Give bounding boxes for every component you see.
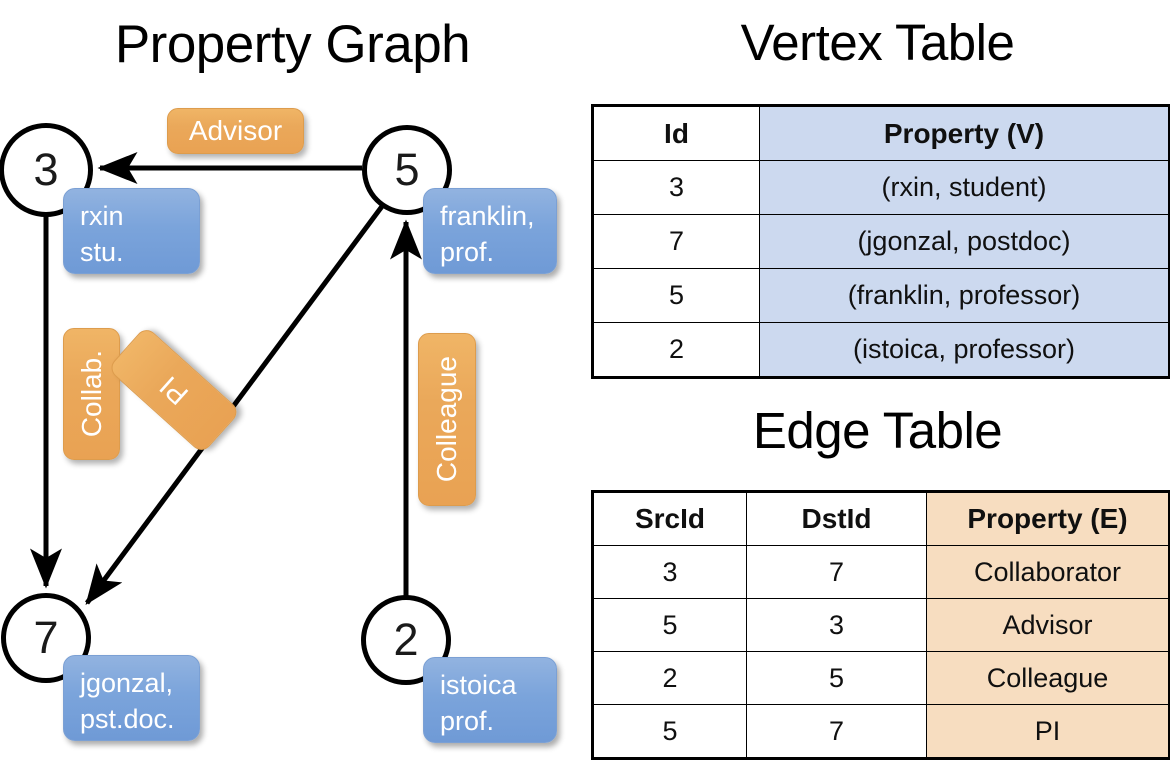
edge-row-3-property: PI: [926, 704, 1170, 759]
edge-table-header-row: SrcId DstId Property (E): [592, 491, 1170, 546]
edge-label-pi-text: PI: [153, 369, 194, 411]
vertex-row-0-property: (rxin, student): [759, 160, 1170, 215]
edge-row-1-property: Advisor: [926, 598, 1170, 652]
edge-row-0-property: Collaborator: [926, 545, 1170, 599]
vertex-table-header-property: Property (V): [759, 105, 1170, 161]
edge-table: SrcId DstId Property (E) 3 7 Collaborato…: [591, 490, 1170, 760]
vertex-row-1-property: (jgonzal, postdoc): [759, 214, 1170, 269]
graph-node-7-label: 7: [33, 611, 59, 663]
graph-node-5[interactable]: 5: [362, 125, 452, 215]
edge-label-advisor: Advisor: [167, 108, 304, 154]
vertex-property-box-2-line2: prof.: [440, 706, 495, 736]
edge-row-3-dst: 7: [746, 704, 927, 759]
vertex-property-box-5-line1: franklin,: [440, 201, 535, 231]
vertex-property-box-3: rxin stu.: [63, 188, 200, 274]
edge-label-collab: Collab.: [63, 328, 120, 460]
vertex-row-1-id: 7: [592, 214, 760, 269]
edge-arrow-5-to-7: [84, 203, 386, 606]
graph-edge-arrows: [30, 152, 422, 606]
edge-label-colleague: Colleague: [418, 333, 476, 506]
graph-node-3-label: 3: [33, 143, 59, 195]
vertex-property-box-3-line2: stu.: [80, 237, 124, 267]
table-row: 5 (franklin, professor): [592, 268, 1170, 323]
vertex-table-header-id: Id: [592, 105, 760, 161]
edge-label-collab-text: Collab.: [75, 350, 107, 438]
vertex-property-box-3-line1: rxin: [80, 201, 124, 231]
vertex-property-box-2-line1: istoica: [440, 670, 517, 700]
vertex-table-header-row: Id Property (V): [592, 105, 1170, 161]
vertex-row-2-id: 5: [592, 268, 760, 323]
edge-label-advisor-text: Advisor: [188, 115, 283, 146]
edge-row-2-dst: 5: [746, 651, 927, 705]
edge-table-header-property: Property (E): [926, 491, 1170, 546]
table-row: 7 (jgonzal, postdoc): [592, 214, 1170, 269]
vertex-row-3-id: 2: [592, 322, 760, 378]
property-graph-diagram: 3 5 7 2 rxin stu. franklin, prof. jgonza…: [0, 108, 557, 743]
graph-node-5-label: 5: [394, 143, 420, 195]
table-row: 5 3 Advisor: [592, 598, 1170, 652]
edge-row-2-src: 2: [592, 651, 747, 705]
edge-row-1-src: 5: [592, 598, 747, 652]
vertex-property-box-2: istoica prof.: [423, 657, 557, 743]
table-row: 2 (istoica, professor): [592, 322, 1170, 378]
table-row: 3 (rxin, student): [592, 160, 1170, 215]
page-title-vertex-table: Vertex Table: [740, 14, 1015, 71]
vertex-property-box-5: franklin, prof.: [423, 188, 557, 274]
graph-node-2-label: 2: [393, 613, 419, 665]
vertex-row-2-property: (franklin, professor): [759, 268, 1170, 323]
table-row: 3 7 Collaborator: [592, 545, 1170, 599]
page-title-edge-table: Edge Table: [752, 402, 1003, 459]
edge-row-0-src: 3: [592, 545, 747, 599]
vertex-property-box-7: jgonzal, pst.doc.: [63, 655, 200, 741]
graph-node-2[interactable]: 2: [361, 595, 451, 685]
edge-table-header-srcid: SrcId: [592, 491, 747, 546]
vertex-property-box-7-line1: jgonzal,: [80, 668, 174, 698]
vertex-property-box-5-line2: prof.: [440, 237, 495, 267]
table-row: 2 5 Colleague: [592, 651, 1170, 705]
edge-row-2-property: Colleague: [926, 651, 1170, 705]
vertex-row-3-property: (istoica, professor): [759, 322, 1170, 378]
edge-row-1-dst: 3: [746, 598, 927, 652]
vertex-row-0-id: 3: [592, 160, 760, 215]
table-row: 5 7 PI: [592, 704, 1170, 759]
vertex-table: Id Property (V) 3 (rxin, student) 7 (jgo…: [591, 104, 1170, 379]
page-title-property-graph: Property Graph: [114, 15, 471, 74]
edge-row-3-src: 5: [592, 704, 747, 759]
vertex-property-box-7-line2: pst.doc.: [80, 704, 175, 734]
edge-label-colleague-text: Colleague: [431, 356, 462, 483]
edge-table-header-dstid: DstId: [746, 491, 927, 546]
edge-row-0-dst: 7: [746, 545, 927, 599]
